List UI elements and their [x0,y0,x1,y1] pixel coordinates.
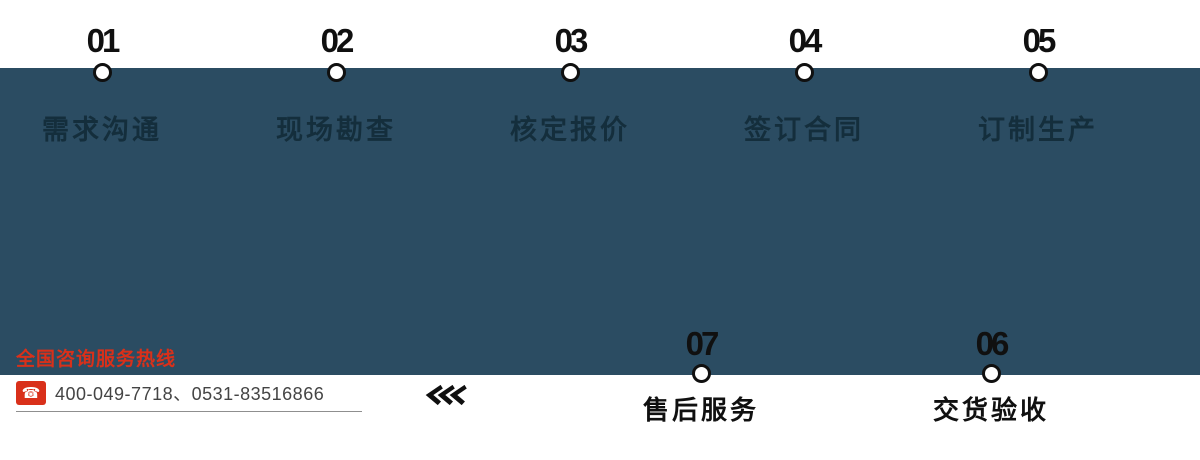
process-step-03: 03 核定报价 [470,22,670,147]
step-label: 订制生产 [978,115,1098,145]
step-dot-icon [691,364,711,383]
step-label: 需求沟通 [42,115,162,145]
process-step-07: 07 售后服务 [601,326,801,427]
phone-icon: ☎ [16,381,46,405]
step-label: 签订合同 [744,115,864,145]
triple-left-chevrons-icon [422,383,471,407]
process-step-01: 01 需求沟通 [2,22,202,147]
process-step-05: 05 订制生产 [938,22,1138,147]
step-number: 04 [788,22,823,59]
step-number: 06 [975,325,1010,362]
step-dot-icon [794,63,814,82]
step-label: 现场勘查 [276,115,396,145]
step-dot-icon [1028,63,1048,82]
step-label: 交货验收 [932,395,1049,425]
process-step-02: 02 现场勘查 [236,22,436,147]
process-step-06: 06 交货验收 [891,326,1091,427]
background-band [0,68,1200,375]
hotline-phone-numbers: 400-049-7718、0531-83516866 [55,384,325,404]
step-number: 03 [554,22,589,59]
hotline-row: ☎ 400-049-7718、0531-83516866 [16,380,362,412]
hotline-block: 全国咨询服务热线 ☎ 400-049-7718、0531-83516866 [16,344,362,412]
step-number: 02 [320,22,355,59]
step-number: 05 [1022,22,1057,59]
step-number: 01 [86,22,121,59]
step-dot-icon [326,63,346,82]
hotline-title: 全国咨询服务热线 [16,349,177,370]
process-step-04: 04 签订合同 [704,22,904,147]
step-dot-icon [92,63,112,82]
step-dot-icon [560,63,580,82]
step-dot-icon [981,364,1001,383]
step-number: 07 [685,325,720,362]
step-label: 售后服务 [642,395,759,425]
step-label: 核定报价 [510,115,630,145]
